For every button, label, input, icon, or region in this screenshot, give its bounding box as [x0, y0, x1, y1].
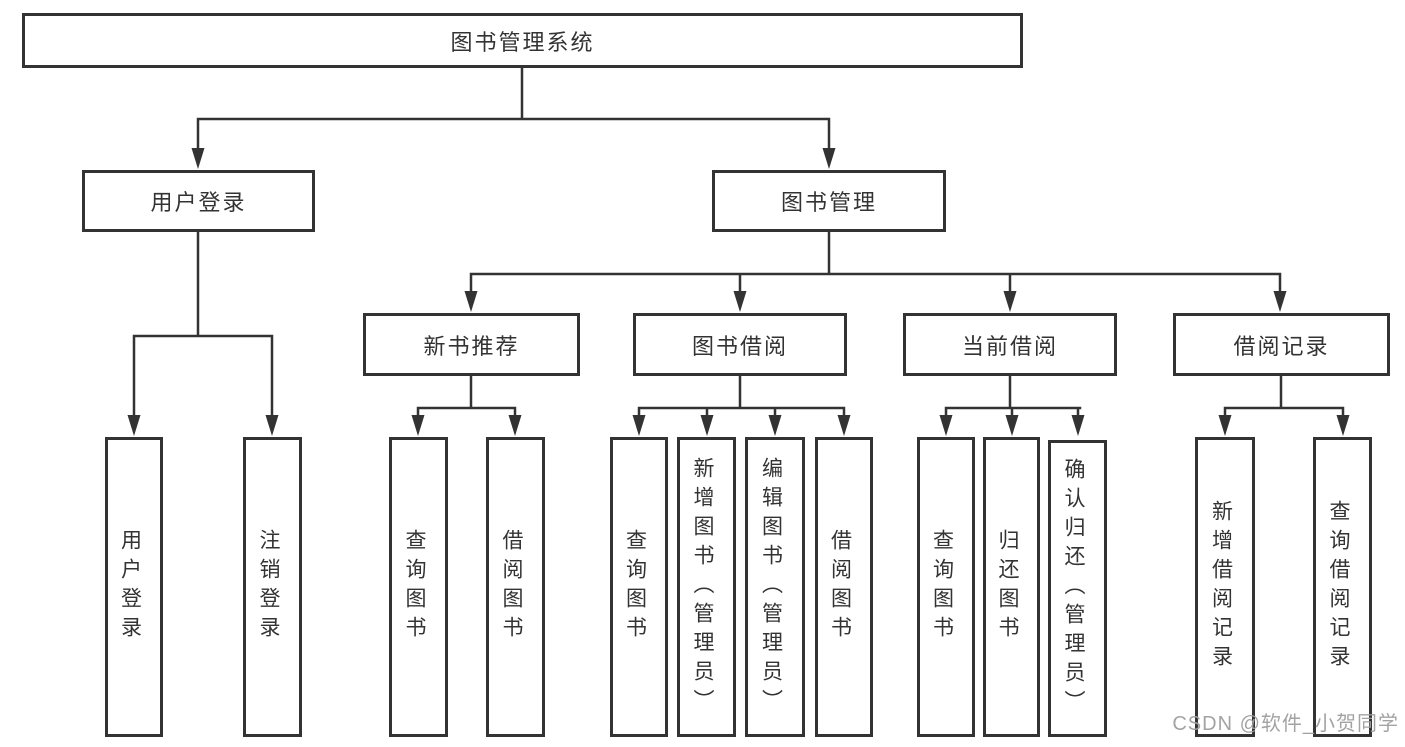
arrowhead-icon — [837, 415, 851, 436]
leaf-borrow-books-2: 借阅图书 — [815, 437, 873, 737]
leaf-add-borrow-record-label: 新增借阅记录 — [1209, 500, 1233, 674]
leaf-query-books-3-label: 查询图书 — [930, 529, 954, 645]
arrowhead-icon — [464, 291, 478, 312]
node-book-borrow: 图书借阅 — [633, 313, 847, 376]
node-new-book-recommend-label: 新书推荐 — [423, 333, 520, 359]
arrowhead-icon — [822, 148, 836, 169]
connector-new-book-branch — [416, 374, 517, 417]
node-current-borrow: 当前借阅 — [903, 313, 1117, 376]
arrowhead-icon — [265, 415, 279, 436]
leaf-confirm-return-admin: 确认归还（管理员） — [1048, 440, 1107, 737]
arrowhead-icon — [508, 415, 522, 436]
leaf-return-books-label: 归还图书 — [996, 529, 1019, 645]
node-book-management: 图书管理 — [712, 170, 946, 232]
node-book-borrow-label: 图书借阅 — [691, 333, 788, 359]
node-new-book-recommend: 新书推荐 — [363, 313, 580, 376]
arrowhead-icon — [1273, 291, 1287, 312]
arrowheads — [127, 148, 1350, 436]
leaf-query-books-2-label: 查询图书 — [623, 529, 647, 645]
leaf-add-book-admin: 新增图书（管理员） — [677, 437, 736, 737]
node-root-label: 图书管理系统 — [450, 29, 595, 55]
leaf-query-books-1: 查询图书 — [389, 437, 448, 737]
leaf-user-login-label: 用户登录 — [118, 529, 142, 645]
node-borrow-records: 借阅记录 — [1173, 313, 1390, 376]
leaf-borrow-books-1-label: 借阅图书 — [500, 529, 523, 645]
leaf-user-login: 用户登录 — [105, 437, 163, 737]
leaf-confirm-return-admin-label: 确认归还（管理员） — [1062, 458, 1085, 719]
arrowhead-icon — [1336, 415, 1350, 436]
arrowhead-icon — [1218, 415, 1232, 436]
leaf-logout: 注销登录 — [243, 437, 302, 737]
leaf-borrow-books-1: 借阅图书 — [486, 437, 545, 737]
connector-current-borrow-branch — [944, 374, 1082, 417]
leaf-add-borrow-record: 新增借阅记录 — [1195, 437, 1255, 737]
arrowhead-icon — [191, 148, 205, 169]
leaf-query-borrow-record-label: 查询借阅记录 — [1327, 500, 1350, 674]
connector-user-login-branch — [132, 230, 274, 417]
arrowhead-icon — [700, 415, 714, 436]
node-user-login: 用户登录 — [82, 170, 315, 232]
connector-book-borrow-branch — [637, 374, 846, 417]
leaf-edit-book-admin-label: 编辑图书（管理员） — [759, 456, 783, 718]
arrowhead-icon — [1071, 415, 1085, 436]
node-borrow-records-label: 借阅记录 — [1233, 333, 1330, 359]
arrowhead-icon — [411, 415, 425, 436]
leaf-add-book-admin-label: 新增图书（管理员） — [691, 456, 714, 718]
connector-paths — [132, 66, 1345, 417]
node-current-borrow-label: 当前借阅 — [961, 333, 1058, 359]
leaf-query-books-1-label: 查询图书 — [403, 529, 426, 645]
arrowhead-icon — [1005, 415, 1019, 436]
arrowhead-icon — [1003, 291, 1017, 312]
leaf-query-books-2: 查询图书 — [610, 437, 668, 737]
node-user-login-label: 用户登录 — [150, 190, 247, 215]
leaf-query-books-3: 查询图书 — [917, 437, 975, 737]
leaf-return-books: 归还图书 — [983, 437, 1040, 737]
node-book-management-label: 图书管理 — [780, 190, 877, 215]
leaf-logout-label: 注销登录 — [257, 529, 280, 645]
arrowhead-icon — [127, 415, 141, 436]
arrowhead-icon — [768, 415, 782, 436]
arrowhead-icon — [939, 415, 953, 436]
connector-book-management-branch — [469, 230, 1282, 293]
leaf-borrow-books-2-label: 借阅图书 — [828, 529, 852, 645]
leaf-query-borrow-record: 查询借阅记录 — [1313, 437, 1372, 737]
arrowhead-icon — [733, 291, 747, 312]
connector-root-to-level2 — [196, 66, 831, 149]
leaf-edit-book-admin: 编辑图书（管理员） — [745, 437, 805, 737]
connector-borrow-records-branch — [1223, 374, 1345, 417]
csdn-watermark: CSDN @软件_小贺同学 — [1172, 713, 1399, 735]
arrowhead-icon — [632, 415, 646, 436]
node-root: 图书管理系统 — [22, 13, 1023, 68]
